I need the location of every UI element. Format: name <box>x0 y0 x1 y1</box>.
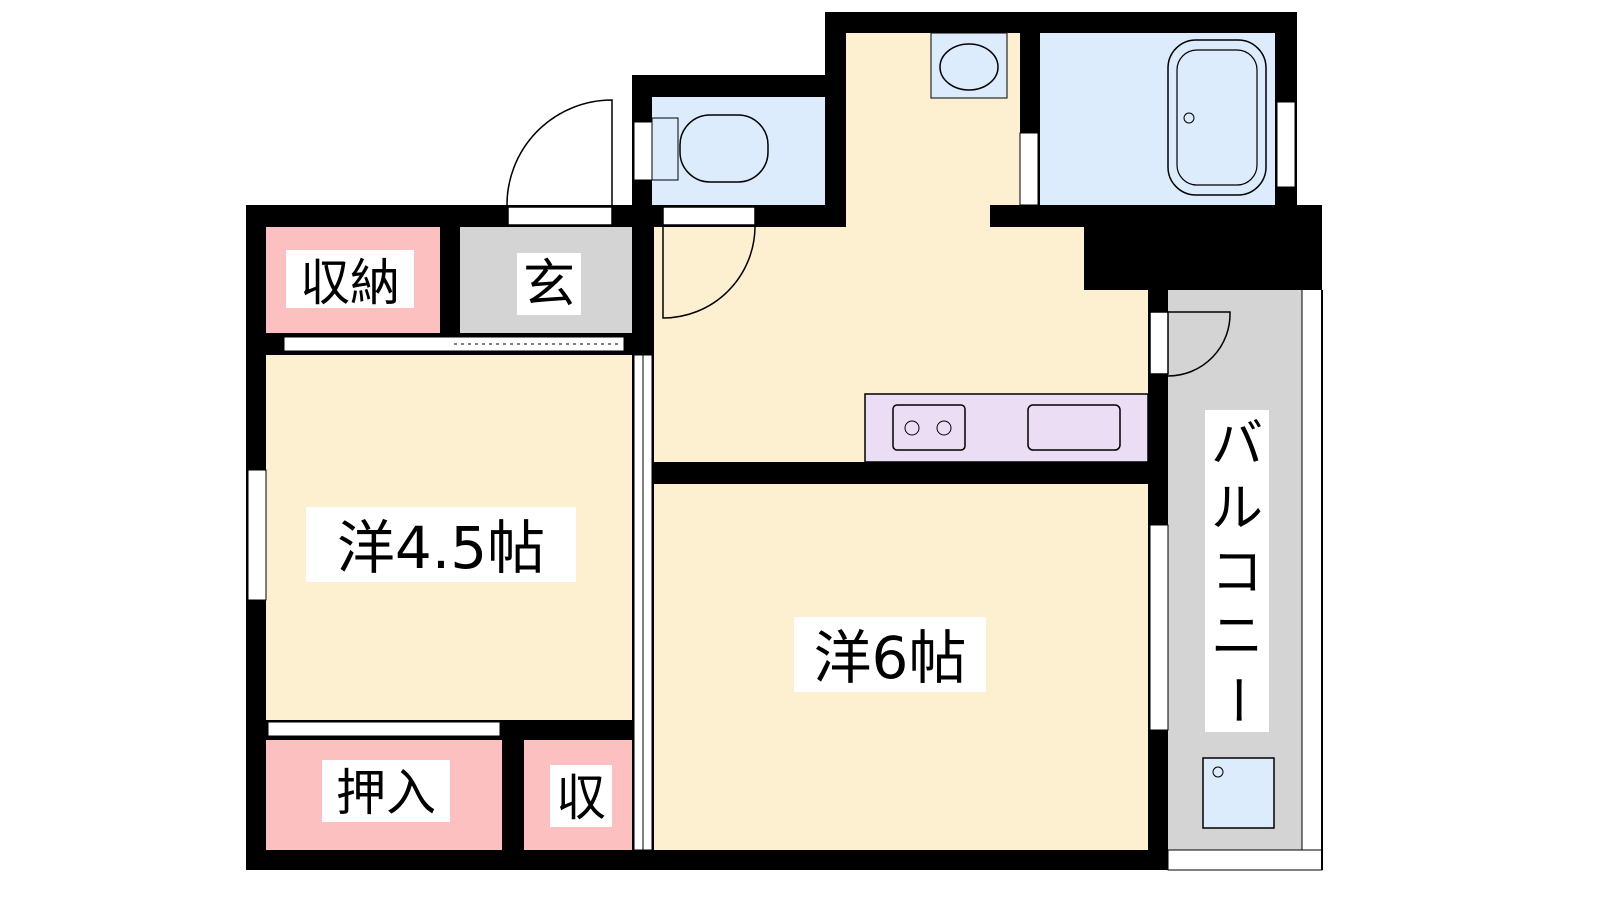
washbasin-icon <box>939 43 999 91</box>
balcony-label: バ ル コ ニ ー <box>1206 415 1266 726</box>
entrance-door[interactable] <box>506 99 613 226</box>
window-toilet <box>633 121 653 181</box>
svg-text:ル: ル <box>1211 479 1263 539</box>
washbasin-area <box>930 32 1008 99</box>
stove-icon <box>892 404 966 451</box>
wall-fill-a <box>990 205 1084 227</box>
svg-text:バ: バ <box>1211 415 1263 475</box>
toilet-icon <box>679 114 769 183</box>
bathtub-icon <box>1167 39 1267 196</box>
bathroom <box>1040 33 1275 205</box>
hall-door[interactable] <box>662 206 756 319</box>
window-right <box>1149 524 1169 731</box>
small-storage-label: 収 <box>556 769 606 827</box>
svg-text:ー: ー <box>1206 674 1266 726</box>
entrance-label: 玄 <box>523 255 575 315</box>
window-bath <box>1276 101 1296 188</box>
balcony-door[interactable] <box>1149 311 1231 377</box>
storage-label: 収納 <box>300 254 400 312</box>
closet-label: 押入 <box>336 764 436 822</box>
wall-fill-b <box>1084 205 1168 290</box>
svg-text:コ: コ <box>1211 543 1263 603</box>
room-6-label: 洋6帖 <box>814 624 967 692</box>
closet-door-strip <box>267 721 501 737</box>
sink-icon <box>1027 404 1121 451</box>
kitchen-counter <box>864 393 1149 463</box>
svg-text:ニ: ニ <box>1211 607 1263 667</box>
washing-machine-icon <box>1202 757 1275 829</box>
bath-door[interactable] <box>1019 132 1039 206</box>
window-left <box>247 469 267 601</box>
room-4-5-label: 洋4.5帖 <box>337 514 545 582</box>
